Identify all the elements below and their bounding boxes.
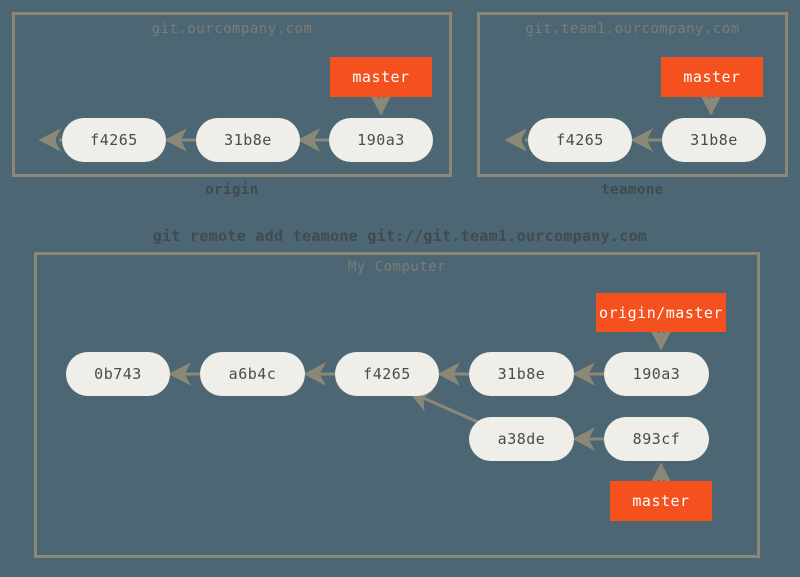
local-title: My Computer	[347, 259, 447, 275]
commit-local-893cf[interactable]: 893cf	[604, 417, 709, 461]
commit-local-f4265[interactable]: f4265	[335, 352, 439, 396]
server-title-origin: git.ourcompany.com	[151, 21, 313, 37]
commit-local-190a3[interactable]: 190a3	[604, 352, 709, 396]
command-caption: git remote add teamone git://git.team1.o…	[152, 227, 648, 245]
commit-local-0b743[interactable]: 0b743	[66, 352, 170, 396]
commit-local-a6b4c[interactable]: a6b4c	[200, 352, 305, 396]
commit-local-a38de[interactable]: a38de	[469, 417, 574, 461]
server-box-origin	[12, 12, 452, 177]
commit-origin-31b8e[interactable]: 31b8e	[196, 118, 300, 162]
branch-label-local-origin-master[interactable]: origin/master	[596, 293, 726, 332]
server-caption-origin: origin	[205, 182, 259, 198]
server-box-teamone	[477, 12, 788, 177]
commit-teamone-f4265[interactable]: f4265	[528, 118, 632, 162]
commit-teamone-31b8e[interactable]: 31b8e	[662, 118, 766, 162]
commit-origin-190a3[interactable]: 190a3	[329, 118, 433, 162]
branch-label-origin-master[interactable]: master	[330, 57, 432, 97]
commit-origin-f4265[interactable]: f4265	[62, 118, 166, 162]
branch-label-local-master[interactable]: master	[610, 481, 712, 521]
server-title-teamone: git.team1.ourcompany.com	[525, 21, 740, 37]
server-caption-teamone: teamone	[601, 182, 664, 198]
commit-local-31b8e[interactable]: 31b8e	[469, 352, 574, 396]
local-box	[34, 252, 760, 558]
branch-label-teamone-master[interactable]: master	[661, 57, 763, 97]
